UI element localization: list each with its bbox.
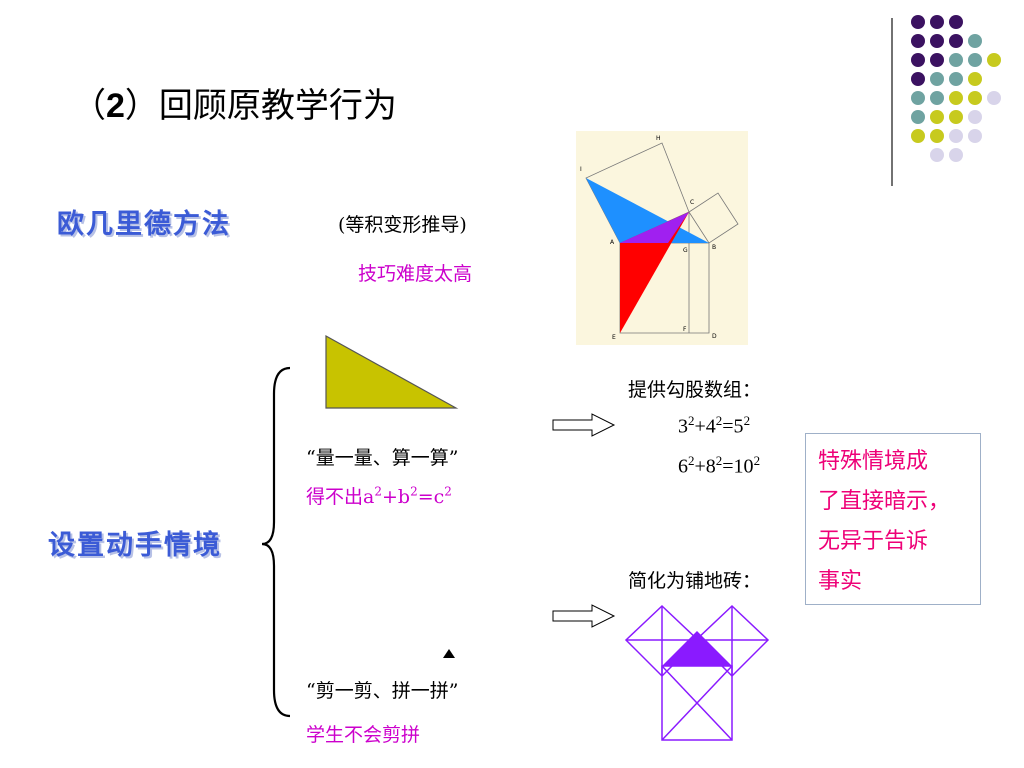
decorative-dot	[911, 72, 925, 86]
label-i: I	[580, 166, 582, 173]
decorative-dot	[911, 15, 925, 29]
measure-label: “量一量、算一算”	[306, 447, 459, 469]
label-h: H	[656, 135, 661, 142]
decorative-dot	[949, 110, 963, 124]
decorative-dot	[987, 91, 1001, 105]
label-e: E	[612, 334, 616, 341]
decorative-dot	[911, 91, 925, 105]
curly-brace	[261, 366, 291, 718]
decorative-dot	[968, 53, 982, 67]
decorative-dot	[949, 53, 963, 67]
decorative-dot	[930, 110, 944, 124]
decorative-dot	[949, 91, 963, 105]
arrow-to-triples	[552, 413, 616, 437]
decorative-dot	[930, 15, 944, 29]
decorative-dot	[930, 53, 944, 67]
decorative-dot	[911, 129, 925, 143]
note-line: 特殊情境成	[818, 449, 929, 474]
filled-center-triangle	[662, 631, 732, 666]
euclid-method-label: (等积变形推导)	[338, 214, 467, 236]
decorative-dot	[911, 34, 925, 48]
label-a: A	[610, 239, 615, 246]
label-d: D	[712, 333, 717, 340]
small-marker-triangle	[443, 649, 455, 658]
page-title: （2）回顾原教学行为	[72, 86, 397, 126]
decorative-dot	[930, 148, 944, 162]
decorative-dot	[968, 72, 982, 86]
cut-label: “剪一剪、拼一拼”	[306, 680, 459, 702]
decorative-dot	[949, 148, 963, 162]
decorative-dot	[968, 110, 982, 124]
triple-row-2: 62+82=102	[678, 453, 761, 478]
decorative-dot	[949, 34, 963, 48]
decorative-dot	[911, 110, 925, 124]
triple-row-1: 32+42=52	[678, 413, 751, 438]
hands-on-heading: 设置动手情境	[48, 530, 222, 561]
decorative-dot	[949, 15, 963, 29]
floor-tile-figure	[624, 604, 770, 741]
note-line: 事实	[818, 569, 863, 594]
cut-result: 学生不会剪拼	[306, 724, 421, 746]
decorative-dot	[911, 53, 925, 67]
decorative-dot	[968, 129, 982, 143]
triples-heading: 提供勾股数组：	[628, 379, 762, 401]
decorative-dot	[930, 129, 944, 143]
note-box: 特殊情境成 了直接暗示， 无异于告诉 事实	[805, 433, 981, 605]
tiles-heading: 简化为铺地砖：	[628, 570, 762, 592]
decorative-dot	[949, 129, 963, 143]
note-line: 了直接暗示，	[818, 489, 951, 514]
decorative-dot	[930, 91, 944, 105]
decorative-dot	[930, 34, 944, 48]
label-b: B	[712, 244, 716, 251]
decorative-dot	[930, 72, 944, 86]
olive-right-triangle	[325, 334, 459, 409]
decorative-dot	[949, 72, 963, 86]
violet-overlap	[620, 212, 689, 243]
label-f: F	[683, 326, 687, 333]
decorative-dot	[968, 91, 982, 105]
measure-result: 得不出a2+b2=c2	[306, 484, 452, 508]
euclid-heading: 欧几里德方法	[57, 209, 231, 240]
arrow-to-tiles	[552, 604, 616, 628]
decorative-dot	[987, 53, 1001, 67]
note-line: 无异于告诉	[818, 529, 929, 554]
label-g: G	[683, 247, 688, 254]
decorative-dot	[968, 34, 982, 48]
euclid-difficulty-comment: 技巧难度太高	[358, 263, 473, 285]
label-c: C	[690, 199, 694, 206]
euclid-proof-figure: H I C A G B E F D	[576, 131, 748, 345]
decorative-dot-grid	[891, 15, 1001, 186]
